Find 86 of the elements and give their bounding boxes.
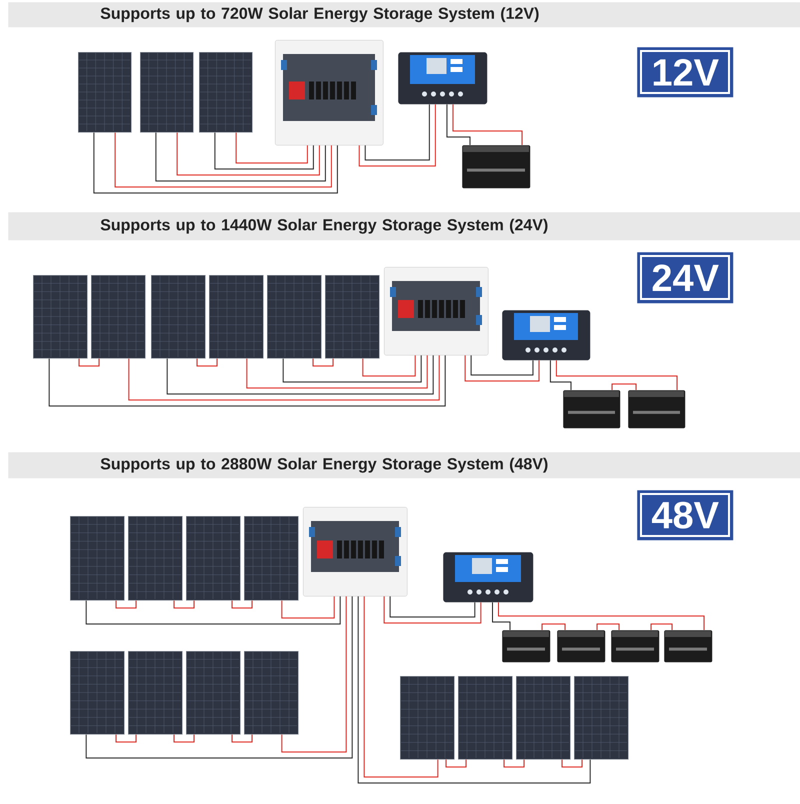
- title-band: Supports up to 2880W Solar Energy Storage System (48V): [8, 452, 800, 478]
- wire: [556, 360, 678, 390]
- wire: [281, 596, 347, 752]
- wire: [93, 132, 338, 194]
- voltage-badge: 24V: [637, 252, 734, 304]
- voltage-badge: 48V: [637, 490, 734, 540]
- battery: [628, 390, 686, 428]
- solar-panel: [70, 516, 125, 601]
- wire: [492, 602, 510, 630]
- solar-panel: [78, 52, 132, 133]
- solar-panel: [128, 651, 183, 735]
- solar-panel: [400, 676, 455, 760]
- wire: [86, 596, 341, 624]
- wire: [176, 132, 320, 176]
- solar-panel: [186, 516, 241, 601]
- wire: [596, 624, 620, 630]
- combiner-box: [303, 507, 408, 596]
- wire: [86, 596, 353, 758]
- battery: [611, 630, 660, 662]
- wire: [128, 354, 440, 400]
- title-band: Supports up to 1440W Solar Energy Storage System (24V): [8, 212, 800, 240]
- wire: [48, 354, 446, 406]
- wire: [542, 624, 566, 630]
- combiner-box: [384, 267, 488, 356]
- solar-panel: [244, 516, 299, 601]
- charge-controller: [502, 310, 590, 360]
- wire: [446, 104, 470, 146]
- solar-panel: [516, 676, 571, 760]
- wire: [174, 734, 194, 742]
- wire: [246, 354, 428, 388]
- solar-panel: [267, 275, 322, 359]
- wire: [116, 734, 136, 742]
- wire: [498, 602, 704, 630]
- battery: [563, 390, 620, 428]
- solar-panel: [70, 651, 125, 735]
- battery: [664, 630, 712, 662]
- wire: [214, 132, 314, 170]
- solar-panel: [91, 275, 146, 359]
- combiner-box: [275, 40, 384, 146]
- wire: [358, 104, 436, 166]
- voltage-badge: 12V: [637, 47, 734, 98]
- solar-panel: [33, 275, 88, 359]
- wire: [384, 596, 482, 624]
- wire: [114, 132, 332, 188]
- wire: [470, 354, 534, 376]
- wire: [312, 358, 334, 366]
- wire: [236, 132, 308, 164]
- solar-panel: [151, 275, 206, 359]
- wire: [446, 759, 466, 768]
- solar-panel: [140, 52, 194, 133]
- wire: [281, 596, 335, 618]
- wire: [78, 358, 100, 366]
- wire: [362, 354, 416, 376]
- wire: [650, 624, 672, 630]
- wire: [390, 596, 476, 618]
- solar-panel: [244, 651, 299, 735]
- wire: [358, 596, 591, 784]
- wire: [174, 600, 194, 608]
- wire: [155, 132, 326, 182]
- wire: [116, 600, 136, 608]
- wire: [364, 596, 438, 778]
- battery: [557, 630, 606, 662]
- solar-panel: [128, 516, 183, 601]
- wire: [196, 358, 218, 366]
- wire: [232, 734, 252, 742]
- wire: [364, 104, 430, 160]
- wire: [562, 759, 582, 768]
- solar-panel: [186, 651, 241, 735]
- solar-panel: [458, 676, 513, 760]
- solar-panel: [574, 676, 629, 760]
- wire: [612, 384, 636, 390]
- title-band: Supports up to 720W Solar Energy Storage System (12V): [8, 2, 800, 28]
- battery: [462, 145, 530, 188]
- wire: [452, 104, 522, 146]
- charge-controller: [398, 52, 488, 104]
- solar-panel: [209, 275, 264, 359]
- battery: [502, 630, 550, 662]
- wire: [464, 354, 540, 382]
- wire: [504, 759, 524, 768]
- wire: [282, 354, 422, 382]
- solar-panel: [199, 52, 253, 133]
- wire: [166, 354, 434, 394]
- wire: [550, 360, 572, 390]
- solar-panel: [325, 275, 380, 359]
- wire: [232, 600, 252, 608]
- charge-controller: [443, 552, 534, 602]
